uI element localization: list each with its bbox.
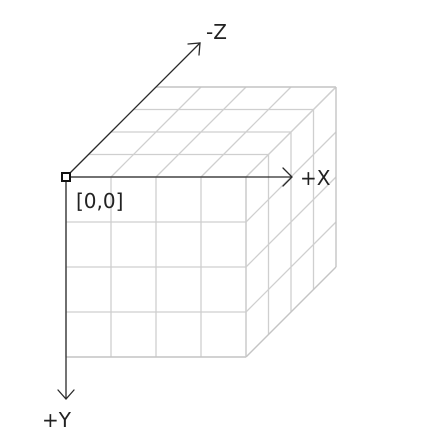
x-axis-arrowhead [282, 167, 293, 187]
labels: +X +Y -Z [0,0] [42, 20, 331, 432]
x-axis-label: +X [300, 166, 331, 190]
origin-label: [0,0] [76, 189, 123, 213]
cube-side-face [245, 86, 337, 358]
top-grid-depth-line [200, 86, 292, 178]
cube-grid [65, 86, 337, 358]
y-axis-label: +Y [42, 408, 72, 432]
origin-marker [61, 172, 71, 182]
axes [57, 42, 293, 400]
side-grid-depth-line [245, 266, 337, 358]
z-axis-label: -Z [206, 20, 227, 44]
cube-top-face [65, 86, 337, 178]
y-axis-arrowhead [57, 389, 75, 400]
side-grid-depth-line [245, 221, 337, 313]
z-axis-line [65, 42, 201, 178]
z-axis-arrowhead [187, 42, 201, 56]
